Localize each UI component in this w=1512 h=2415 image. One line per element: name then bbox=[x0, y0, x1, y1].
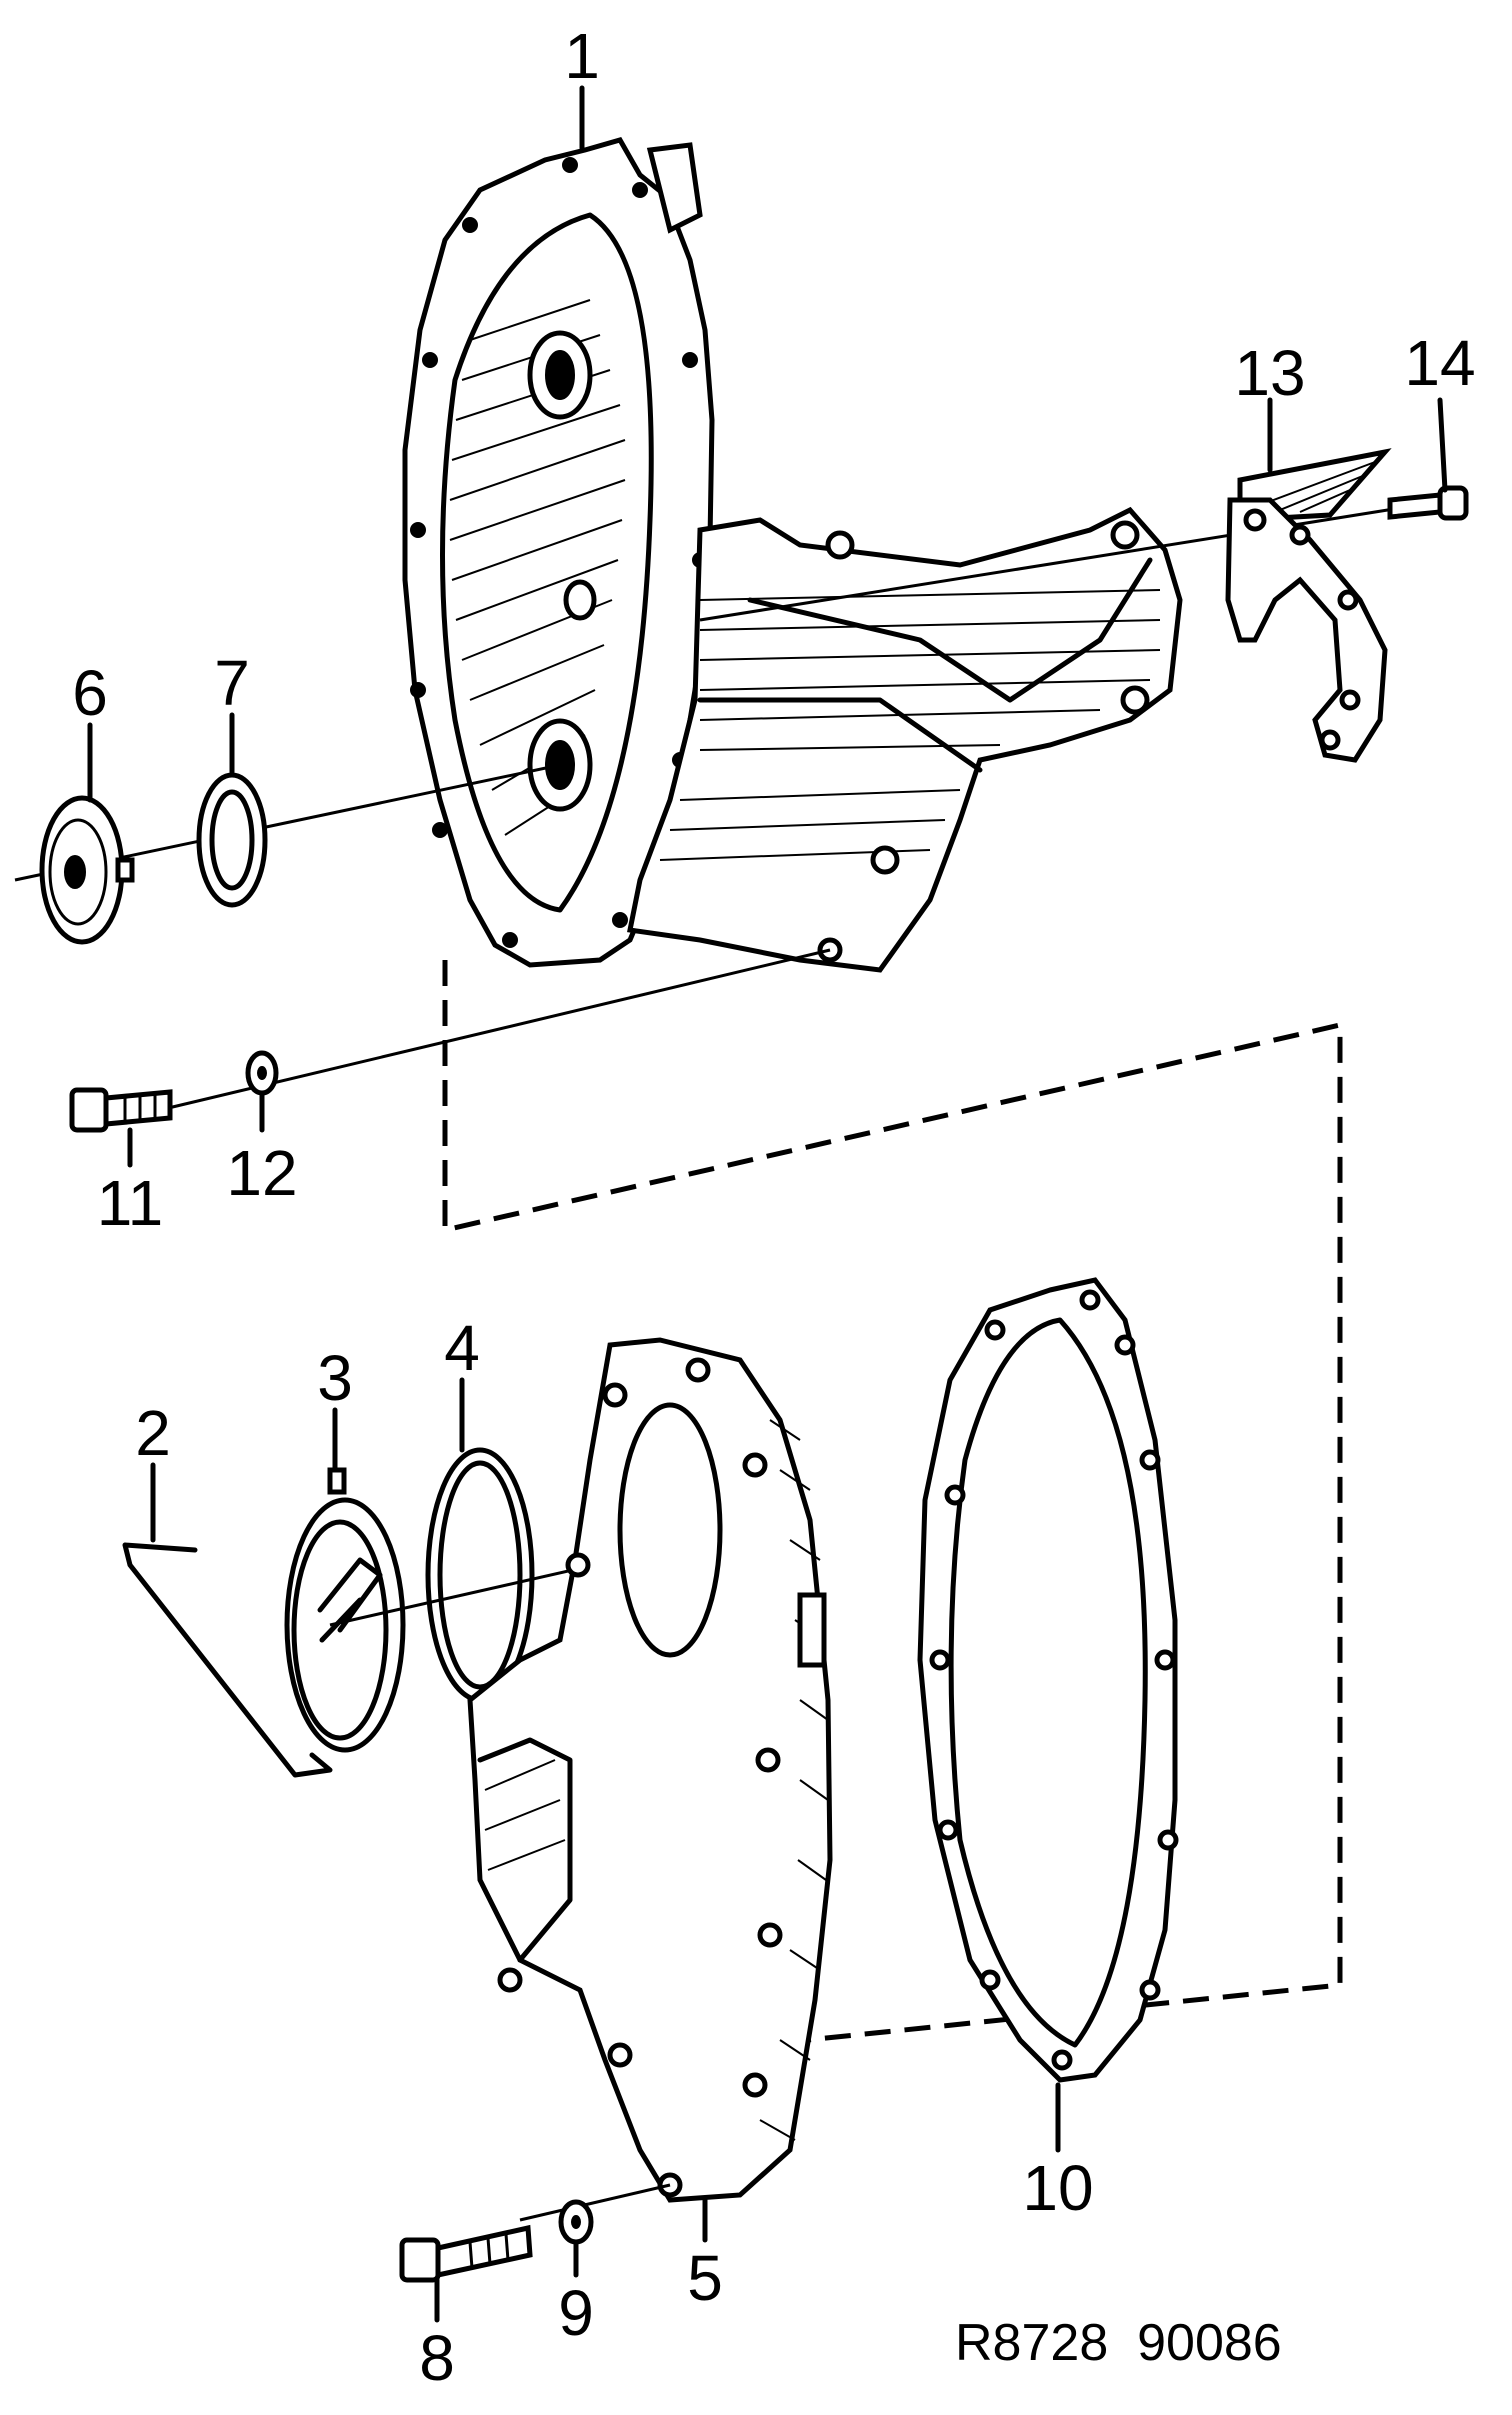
callout-8: 8 bbox=[419, 2322, 455, 2394]
reference-code: R8728 90086 bbox=[955, 2314, 1282, 2372]
callout-1: 1 bbox=[564, 20, 600, 92]
part-3-cover-plate bbox=[284, 1467, 406, 1753]
callout-2: 2 bbox=[135, 1397, 171, 1469]
callout-10: 10 bbox=[1022, 2152, 1093, 2224]
part-4-o-ring bbox=[425, 1447, 535, 1703]
callout-4: 4 bbox=[444, 1312, 480, 1384]
part-14-screw bbox=[1387, 485, 1469, 521]
part-10-gasket bbox=[917, 1277, 1179, 2083]
part-2-spring-clip bbox=[122, 1542, 333, 1778]
part-11-bolt bbox=[69, 1087, 173, 1133]
callout-5: 5 bbox=[687, 2242, 723, 2314]
part-6-end-cap bbox=[39, 795, 135, 945]
callout-9: 9 bbox=[558, 2277, 594, 2349]
part-8-bolt bbox=[399, 2224, 533, 2283]
callout-3: 3 bbox=[317, 1342, 353, 1414]
part-13-bracket bbox=[1225, 448, 1392, 763]
part-7-lock-washer bbox=[196, 772, 268, 908]
callout-7: 7 bbox=[214, 647, 250, 719]
axis-line-bottom bbox=[519, 2183, 671, 2222]
callout-6: 6 bbox=[72, 657, 108, 729]
callout-12: 12 bbox=[226, 1137, 297, 1209]
callout-labels: 1 2 3 4 5 6 7 8 9 10 11 12 13 14 bbox=[72, 20, 1475, 2394]
callout-13: 13 bbox=[1234, 337, 1305, 409]
part-12-washer bbox=[245, 1050, 279, 1096]
part-5-rear-cover bbox=[467, 1337, 833, 2203]
leader-lines bbox=[87, 85, 1448, 2323]
part-9-washer bbox=[558, 2199, 594, 2245]
assembly-dashed-line bbox=[442, 960, 1343, 2053]
part-1-main-housing bbox=[402, 137, 1183, 973]
callout-11: 11 bbox=[97, 1167, 163, 1239]
callout-14: 14 bbox=[1404, 327, 1475, 399]
